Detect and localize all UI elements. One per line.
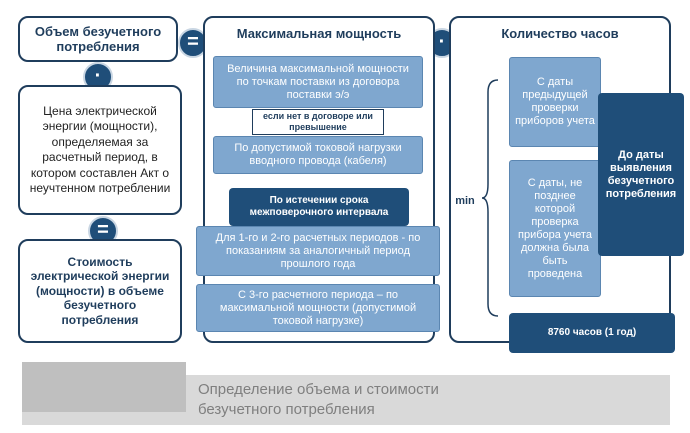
min-brace — [481, 79, 499, 317]
cable-load-box: По допустимой токовой нагрузки вводного … — [213, 136, 423, 174]
left-title-box: Объем безучетного потребления — [18, 16, 178, 62]
first-periods-box: Для 1-го и 2-го расчетных периодов - по … — [196, 226, 440, 276]
left-title: Объем безучетного потребления — [34, 24, 162, 54]
condition-note: если нет в договоре или превышение — [252, 109, 384, 135]
year-hours-box: 8760 часов (1 год) — [509, 313, 675, 353]
price-text: Цена электрической энергии (мощности), о… — [29, 103, 171, 196]
price-box: Цена электрической энергии (мощности), о… — [18, 85, 182, 215]
footer-caption: Определение объема и стоимости безучетно… — [198, 381, 439, 418]
max-power-title: Максимальная мощность — [236, 25, 402, 41]
min-label: min — [455, 195, 475, 207]
third-period-box: С 3-го расчетного периода – по максималь… — [196, 284, 440, 332]
footer-accent-block — [22, 362, 186, 412]
detection-date-box: До даты выявления безучетного потреблени… — [598, 93, 684, 256]
interval-expiry-box: По истечении срока межповерочного интерв… — [229, 188, 409, 226]
hours-title: Количество часов — [501, 25, 619, 41]
result-text: Стоимость электрической энергии (мощност… — [30, 254, 170, 327]
last-check-box: С даты предыдущей проверки приборов учет… — [509, 57, 601, 147]
result-box: Стоимость электрической энергии (мощност… — [18, 239, 182, 343]
due-check-box: С даты, не позднее которой проверка приб… — [509, 160, 601, 297]
contract-power-box: Величина максимальной мощности по точкам… — [213, 56, 423, 108]
